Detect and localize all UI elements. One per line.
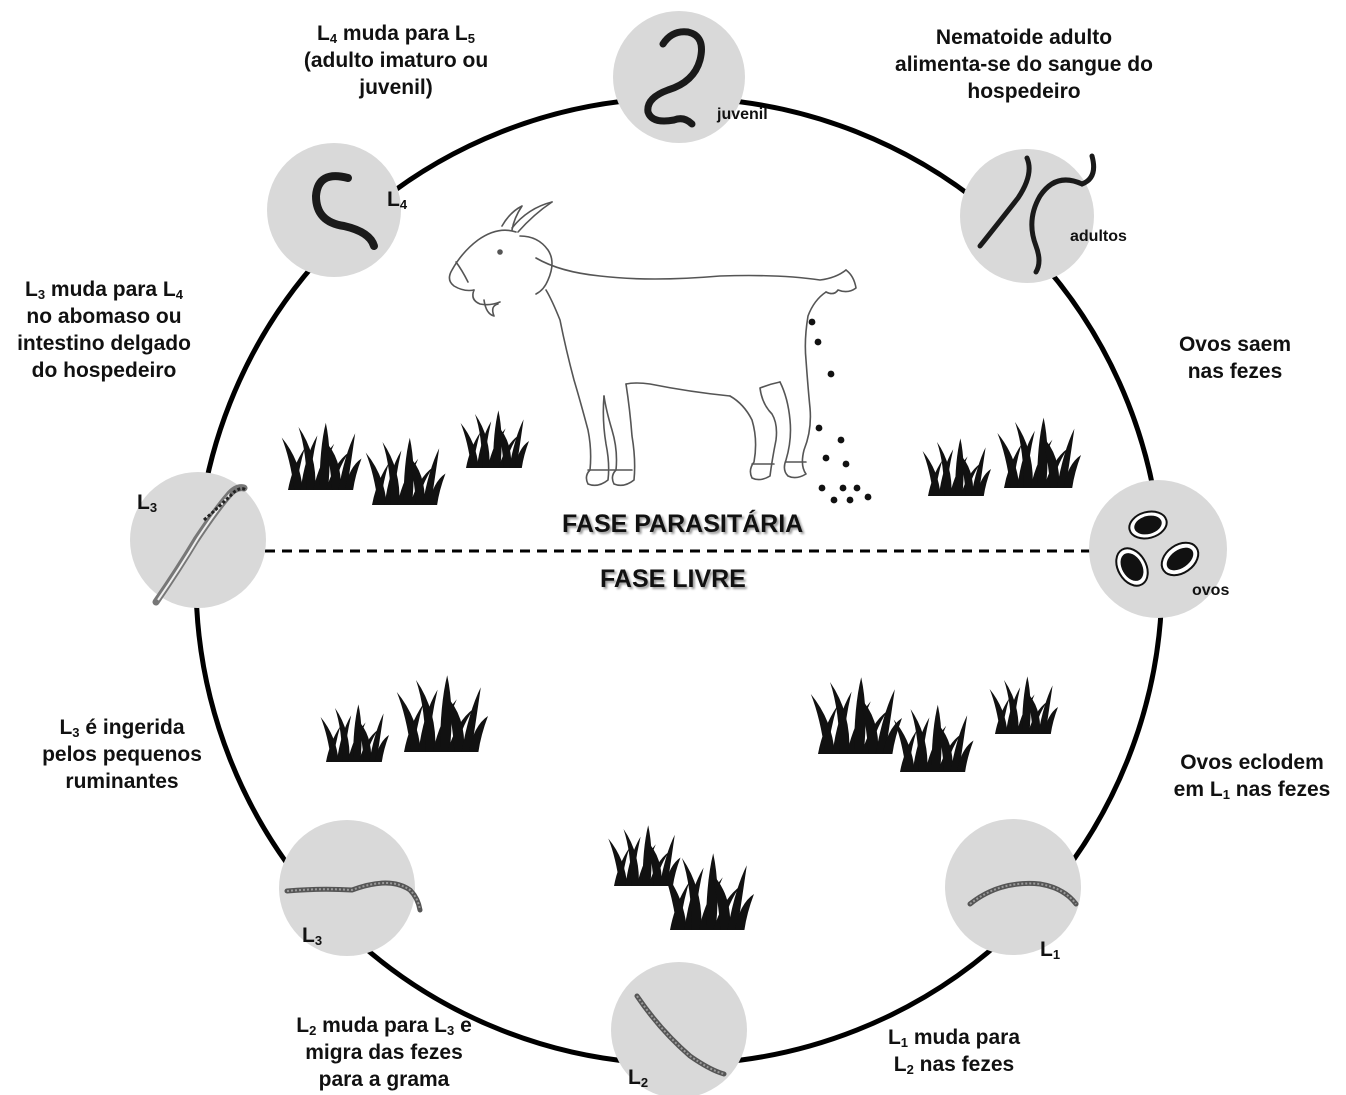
stage-node-l1 <box>945 819 1081 955</box>
stage-tag-juvenil: juvenil <box>717 106 768 124</box>
label-l1-to-l2: L1 muda para L2 nas fezes <box>866 1024 1042 1078</box>
stage-tag-l1: L1 <box>1040 938 1060 962</box>
label-adult-feeds: Nematoide adulto alimenta-se do sangue d… <box>866 24 1182 105</box>
stage-tag-l3-bottom: L3 <box>302 924 322 948</box>
phase-free-label: FASE LIVRE <box>600 565 746 594</box>
stage-node-adults <box>960 149 1094 283</box>
label-eggs-out: Ovos saem nas fezes <box>1150 331 1320 385</box>
label-eggs-hatch: Ovos eclodem em L1 nas fezes <box>1160 749 1344 803</box>
stage-node-l3-bottom <box>279 820 420 956</box>
label-l4-to-l5: L4 muda para L5 (adulto imaturo ou juven… <box>276 20 516 101</box>
phase-parasitic-label: FASE PARASITÁRIA <box>562 510 803 539</box>
stage-node-l4 <box>267 143 401 277</box>
stage-tag-l2: L2 <box>628 1066 648 1090</box>
label-l3-to-l4: L3 muda para L4 no abomaso ou intestino … <box>2 276 206 384</box>
feces-pellets <box>809 319 872 504</box>
stage-tag-eggs: ovos <box>1192 582 1229 600</box>
stage-tag-adults: adultos <box>1070 228 1127 246</box>
label-l3-ingested: L3 é ingerida pelos pequenos ruminantes <box>22 714 222 795</box>
stage-tag-l4: L4 <box>387 188 407 212</box>
label-l2-to-l3: L2 muda para L3 e migra das fezes para a… <box>266 1012 502 1093</box>
goat-illustration <box>449 202 856 485</box>
stage-tag-l3-left: L3 <box>137 491 157 515</box>
